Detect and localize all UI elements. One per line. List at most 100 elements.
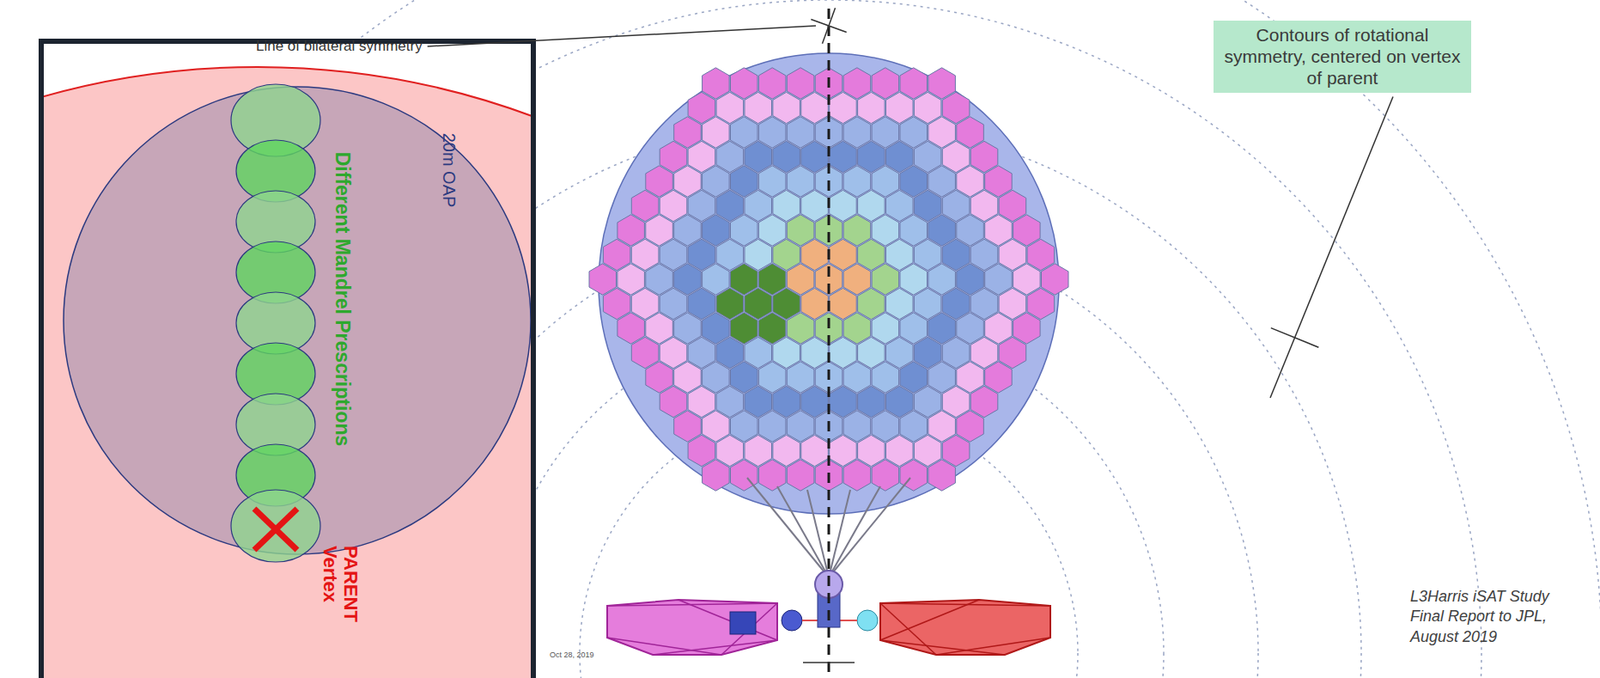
- left-truss-brace: [607, 637, 722, 655]
- inset-panel: [41, 41, 534, 678]
- symmetry-axis: [827, 8, 831, 678]
- mirror-segment: [801, 140, 829, 172]
- mirror-segment: [886, 287, 914, 319]
- mirror-segment: [730, 165, 759, 197]
- mirror-segment: [970, 140, 998, 172]
- mirror-segment: [942, 140, 970, 172]
- mirror-segment: [928, 263, 956, 295]
- parent-vertex-mark: [254, 508, 298, 550]
- mirror-segment: [801, 287, 829, 319]
- instrument: [857, 609, 878, 631]
- mirror-segment: [744, 434, 773, 466]
- mirror-segment: [659, 336, 688, 368]
- mirror-segment: [687, 91, 716, 123]
- mirror-segment: [786, 312, 815, 344]
- mirror-segment: [843, 459, 871, 491]
- mirror-segment: [716, 140, 744, 172]
- mirror-segment: [631, 238, 659, 270]
- parent-circle: [41, 66, 534, 678]
- mirror-segment: [1027, 238, 1055, 270]
- strut: [777, 486, 829, 578]
- mirror-segment: [942, 287, 970, 319]
- callout-text: Contours of rotational symmetry, centere…: [1218, 24, 1467, 90]
- mirror-segment: [786, 263, 815, 295]
- mirror-segment: [645, 361, 674, 393]
- mirror-segment: [674, 116, 702, 148]
- mirror-segment: [801, 336, 829, 368]
- mirror-segment: [758, 410, 786, 442]
- mirror-segment: [843, 263, 871, 295]
- mirror-segment: [758, 67, 786, 99]
- contour-tick: [1271, 328, 1320, 348]
- mirror-segment: [970, 238, 998, 270]
- inset-border: [41, 41, 534, 678]
- mirror-segment: [942, 434, 970, 466]
- mandrel-prescriptions: [231, 84, 321, 562]
- mirror-segment: [843, 214, 871, 246]
- mirror-segment: [857, 189, 886, 221]
- mirror-segment: [772, 287, 801, 319]
- mirror-segment: [659, 238, 688, 270]
- mirror-segment: [801, 189, 829, 221]
- mirror-segment: [702, 312, 731, 344]
- mirror-segment: [843, 410, 871, 442]
- mirror-segment: [674, 165, 702, 197]
- mirror-segment: [928, 116, 956, 148]
- mirror-segment: [942, 336, 970, 368]
- mirror-segment: [772, 434, 801, 466]
- mirror-segment: [702, 67, 731, 99]
- x-stroke: [254, 508, 298, 550]
- mirror-segment: [985, 263, 1013, 295]
- mirror-segment: [886, 238, 914, 270]
- mirror-segment: [913, 189, 942, 221]
- mirror-segment: [928, 410, 956, 442]
- mirror-segment: [786, 459, 815, 491]
- left-truss: [607, 599, 778, 655]
- leader-line: [427, 25, 816, 47]
- oap-circle: [63, 86, 531, 554]
- mirror-segment: [985, 165, 1013, 197]
- mirror-segment: [871, 165, 900, 197]
- x-stroke: [254, 508, 298, 550]
- mirror-segment: [716, 189, 744, 221]
- mirror-segment: [913, 336, 942, 368]
- strut: [828, 477, 911, 578]
- mirror-segment: [786, 165, 815, 197]
- mirror-segment: [913, 434, 942, 466]
- mirror-segment: [956, 116, 985, 148]
- mirror-segment: [758, 263, 786, 295]
- mirror-segment: [900, 165, 928, 197]
- mirror-segment: [829, 238, 858, 270]
- mirror-segment: [687, 385, 716, 417]
- mirror-segment: [702, 263, 731, 295]
- mirror-segment: [687, 238, 716, 270]
- citation: L3Harris iSAT Study Final Report to JPL,…: [1410, 586, 1582, 647]
- mirror-segment: [900, 214, 928, 246]
- mirror-segment: [674, 410, 702, 442]
- mirror-segment: [1013, 312, 1041, 344]
- mirror-segment: [857, 287, 886, 319]
- strut: [828, 486, 881, 578]
- mirror-segment: [674, 361, 702, 393]
- mirror-segment: [786, 67, 815, 99]
- mirror-segment: [913, 287, 942, 319]
- mirror-segment: [1013, 214, 1041, 246]
- mirror-segment: [730, 312, 759, 344]
- mirror-segment: [772, 189, 801, 221]
- mirror-segment: [829, 189, 858, 221]
- mirror-segment: [631, 336, 659, 368]
- mirror-segment: [758, 459, 786, 491]
- mirror-segment: [744, 238, 773, 270]
- mirror-segment: [956, 263, 985, 295]
- mirror-segment: [871, 410, 900, 442]
- mirror-segment: [772, 385, 801, 417]
- mirror-segment: [730, 361, 759, 393]
- mirror-segment: [900, 312, 928, 344]
- mirror-segment: [687, 434, 716, 466]
- mirror-segment: [928, 214, 956, 246]
- mirror-segment: [702, 116, 731, 148]
- mirror-segment: [1027, 287, 1055, 319]
- mirror-segment: [886, 336, 914, 368]
- mirror-segment: [886, 434, 914, 466]
